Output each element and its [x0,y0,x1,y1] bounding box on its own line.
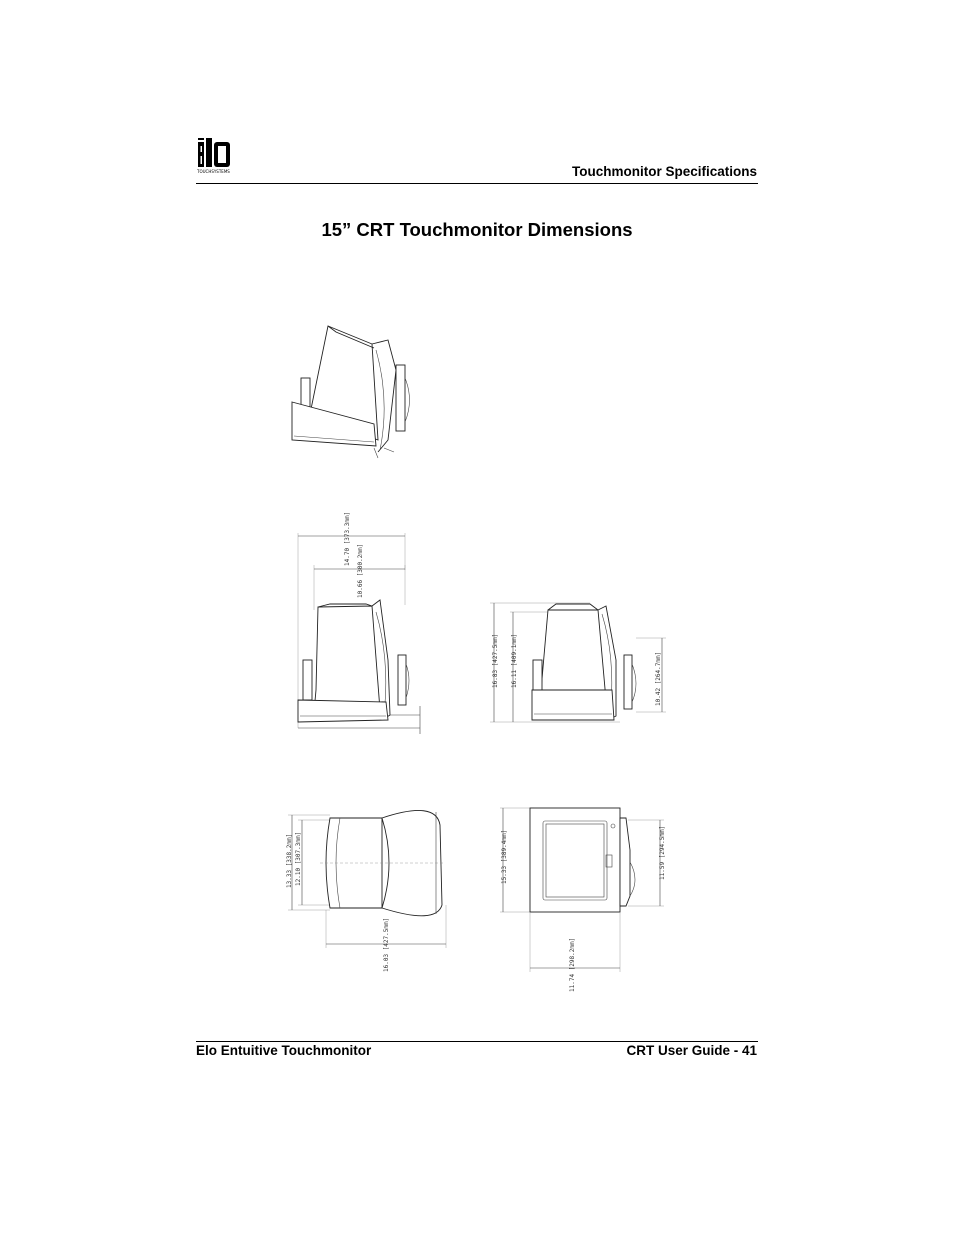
monitor-side-tilted-icon [291,325,410,459]
dim-overall-height: 16.83 [427.5mm] [492,634,499,688]
dim-front-width: 11.74 [298.2mm] [569,938,576,992]
dim-inner-width: 12.10 [307.3mm] [295,832,302,886]
page-title: 15” CRT Touchmonitor Dimensions [321,219,633,240]
side-view-drawing: 14.70 [373.3mm] 10.66 [300.2mm] [297,512,421,734]
dim-stand-height: 10.42 [264.7mm] [655,652,662,706]
dim-top-depth: 16.03 [427.5mm] [383,918,390,972]
dim-front-height: 15.33 [389.4mm] [501,830,508,884]
elo-logo-icon: TOUCHSYSTEMS [196,138,230,174]
dim-base-depth: 10.66 [300.2mm] [357,544,364,598]
header-section-title: Touchmonitor Specifications [571,164,757,179]
top-view-drawing: 13.33 [338.2mm] 12.10 [307.3mm] 16.03 [4… [286,810,447,972]
footer-rule [196,1041,758,1042]
rear-side-view-drawing: 16.83 [427.5mm] 16.11 [409.1mm] 10.42 [2… [490,602,666,723]
footer-page-number: CRT User Guide - 41 [626,1043,757,1058]
dim-overall-depth: 14.70 [373.3mm] [344,512,351,566]
dim-outer-width: 13.33 [338.2mm] [286,834,293,888]
header-rule [196,183,758,184]
dim-body-height: 16.11 [409.1mm] [511,634,518,688]
logo-tagline: TOUCHSYSTEMS [196,169,230,174]
footer-product-name: Elo Entuitive Touchmonitor [196,1043,372,1058]
elo-logo: TOUCHSYSTEMS [196,136,236,176]
front-view-drawing: 15.33 [389.4mm] 11.59 [294.5mm] 11.74 [2… [500,807,666,992]
dim-front-stand-height: 11.59 [294.5mm] [659,826,666,880]
